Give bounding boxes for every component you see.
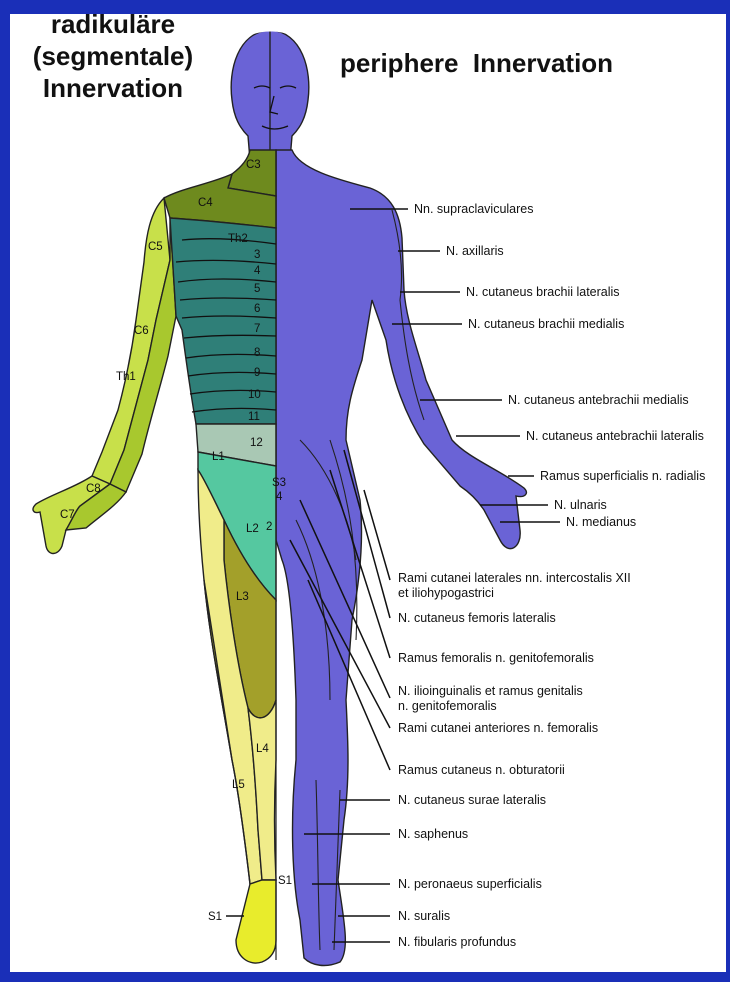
seg-label: 7 (254, 323, 260, 335)
seg-label: C3 (246, 159, 261, 171)
seg-label: 9 (254, 367, 260, 379)
right-title: periphere Innervation (340, 48, 613, 79)
seg-label: C6 (134, 325, 149, 337)
seg-label: 6 (254, 303, 260, 315)
segmental-half (33, 150, 276, 963)
nerve-label: N. cutaneus antebrachii medialis (508, 393, 689, 407)
nerve-label: Ramus superficialis n. radialis (540, 469, 705, 483)
seg-label: 4 (276, 491, 283, 503)
seg-label: L1 (212, 451, 225, 463)
left-title-line: radikuläre (8, 8, 218, 40)
seg-label: L5 (232, 779, 245, 791)
seg-label: Th2 (228, 233, 248, 245)
left-title-line: (segmentale) (8, 40, 218, 72)
seg-label: Th1 (116, 371, 136, 383)
nerve-label: Rami cutanei anteriores n. femoralis (398, 721, 598, 735)
seg-label: 10 (248, 389, 261, 401)
nerve-label: N. cutaneus brachii medialis (468, 317, 624, 331)
nerve-label: N. saphenus (398, 827, 468, 841)
nerve-label: Ramus cutaneus n. obturatorii (398, 763, 565, 777)
seg-label: L2 (246, 523, 259, 535)
nerve-label: N. cutaneus antebrachii lateralis (526, 429, 704, 443)
nerve-label: N. ilioinguinalis et ramus genitalis (398, 684, 583, 698)
seg-label: C4 (198, 197, 213, 209)
seg-label: 5 (254, 283, 260, 295)
seg-label: C7 (60, 509, 75, 521)
seg-label: 11 (248, 411, 260, 423)
nerve-label: N. axillaris (446, 244, 504, 258)
nerve-labels: Nn. supraclaviculares N. axillaris N. cu… (398, 202, 705, 949)
nerve-label: et iliohypogastrici (398, 586, 494, 600)
seg-label: 3 (254, 249, 260, 261)
nerve-label: n. genitofemoralis (398, 699, 497, 713)
nerve-label: N. cutaneus brachii lateralis (466, 285, 620, 299)
seg-label: 8 (254, 347, 260, 359)
seg-label: L4 (256, 743, 269, 755)
nerve-label: Ramus femoralis n. genitofemoralis (398, 651, 594, 665)
seg-label: L3 (236, 591, 249, 603)
left-title: radikuläre (segmentale) Innervation (8, 8, 218, 104)
nerve-label: N. cutaneus surae lateralis (398, 793, 546, 807)
seg-label: 12 (250, 437, 263, 449)
nerve-label: Nn. supraclaviculares (414, 202, 534, 216)
nerve-label: N. peronaeus superficialis (398, 877, 542, 891)
seg-label: 2 (266, 521, 272, 533)
seg-label: S3 (272, 477, 286, 489)
nerve-label: N. cutaneus femoris lateralis (398, 611, 556, 625)
seg-label: 4 (254, 265, 261, 277)
nerve-label: N. suralis (398, 909, 450, 923)
seg-label: C5 (148, 241, 163, 253)
nerve-label: Rami cutanei laterales nn. intercostalis… (398, 571, 631, 585)
seg-label: S1 (208, 911, 222, 923)
left-title-line: Innervation (8, 72, 218, 104)
nerve-label: N. medianus (566, 515, 636, 529)
seg-label: S1 (278, 875, 292, 887)
nerve-label: N. ulnaris (554, 498, 607, 512)
seg-label: C8 (86, 483, 101, 495)
nerve-label: N. fibularis profundus (398, 935, 516, 949)
